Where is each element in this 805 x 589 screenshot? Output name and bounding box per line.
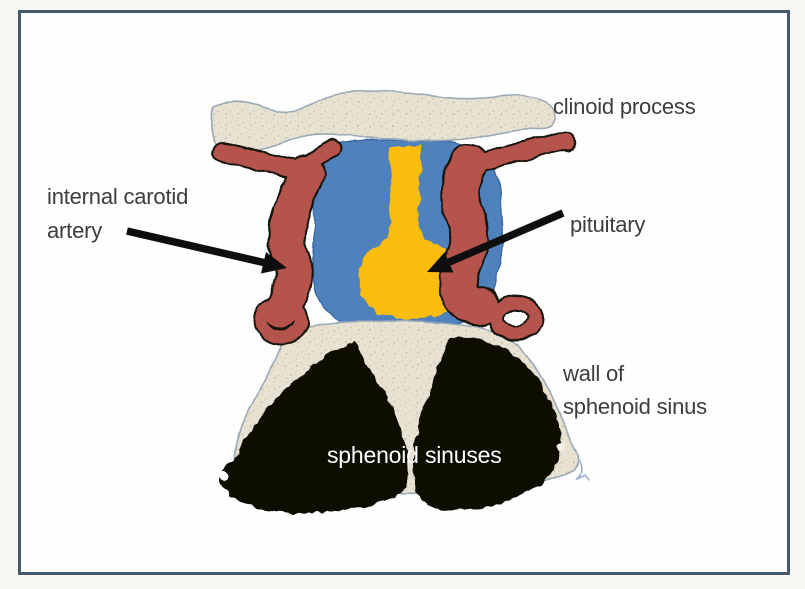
wall-of-sphenoid-label-line2: sphenoid sinus (563, 394, 707, 419)
internal-carotid-label-line1: internal carotid (47, 184, 189, 209)
annotation-arrows (126, 209, 565, 274)
left-carotid-artery (213, 143, 309, 180)
clinoid-process-label: clinoid process (553, 94, 696, 119)
left-sinus-notch (219, 471, 229, 481)
internal-carotid-arrowhead (261, 252, 287, 274)
pituitary-shape (358, 146, 460, 320)
right-carotid-artery (457, 133, 574, 175)
pituitary-label: pituitary (570, 212, 646, 237)
right-sinus-notch (557, 443, 565, 451)
wall-of-sphenoid-label: wall of sphenoid sinus (563, 357, 707, 423)
internal-carotid-arrow (126, 227, 269, 268)
left-carotid-loop (255, 297, 307, 343)
right-carotid-loop (490, 297, 542, 339)
internal-carotid-label: internal carotid artery (47, 180, 188, 248)
left-sphenoid-sinus (219, 341, 409, 514)
internal-carotid-label-line2: artery (47, 218, 103, 243)
pituitary-arrow (445, 209, 565, 267)
pen-squiggle (575, 457, 590, 481)
right-sphenoid-sinus (413, 337, 561, 511)
pituitary-arrowhead (427, 252, 454, 273)
sphenoid-sinuses-label: sphenoid sinuses (327, 442, 502, 468)
clinoid-process-bone (210, 90, 557, 151)
wall-of-sphenoid-label-line1: wall of (563, 361, 624, 386)
